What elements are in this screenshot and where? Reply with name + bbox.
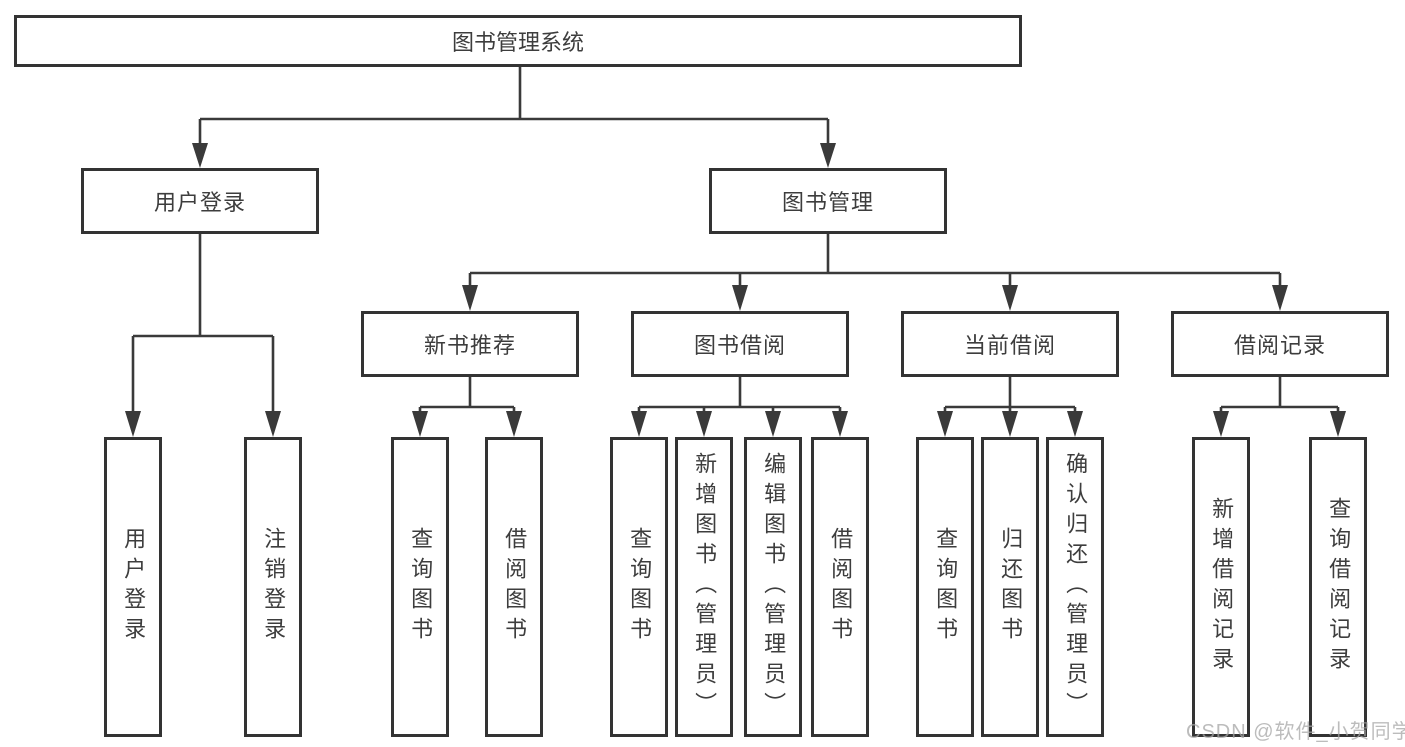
node-leaf-confirm-return-admin: 确认归还（管理员） (1046, 437, 1104, 737)
node-label: 查询图书 (408, 527, 434, 647)
node-leaf-borrow-books-recommend: 借阅图书 (485, 437, 543, 737)
csdn-watermark: CSDN @软件_小贺同学 (1186, 721, 1405, 743)
node-label: 用户登录 (121, 527, 147, 647)
node-leaf-logout: 注销登录 (244, 437, 302, 737)
node-label: 借阅图书 (828, 527, 854, 647)
node-leaf-query-books-current: 查询图书 (916, 437, 974, 737)
node-label: 查询借阅记录 (1326, 497, 1352, 677)
node-new-book-recommendation: 新书推荐 (361, 311, 579, 377)
connector-book-borrowing-to-leaves (631, 377, 848, 437)
node-label: 新增图书（管理员） (692, 452, 718, 722)
node-label: 查询图书 (627, 527, 653, 647)
node-library-management-system: 图书管理系统 (14, 15, 1022, 67)
node-label: 编辑图书（管理员） (761, 452, 787, 722)
connector-book-management-to-level3 (462, 234, 1288, 311)
node-label: 确认归还（管理员） (1063, 452, 1089, 722)
node-user-login: 用户登录 (81, 168, 319, 234)
connector-borrowing-records-to-leaves (1213, 377, 1346, 437)
node-label: 新增借阅记录 (1209, 497, 1235, 677)
node-leaf-query-books-recommend: 查询图书 (391, 437, 449, 737)
node-book-borrowing: 图书借阅 (631, 311, 849, 377)
node-leaf-add-books-admin: 新增图书（管理员） (675, 437, 733, 737)
connector-root-to-level2 (192, 67, 836, 168)
node-leaf-edit-books-admin: 编辑图书（管理员） (744, 437, 802, 737)
node-leaf-borrow-books: 借阅图书 (811, 437, 869, 737)
connector-user-login-to-leaves (125, 234, 281, 437)
connector-current-borrowing-to-leaves (937, 377, 1083, 437)
connector-new-book-recommendation-to-leaves (412, 377, 522, 437)
node-borrowing-records: 借阅记录 (1171, 311, 1389, 377)
node-label: 查询图书 (933, 527, 959, 647)
node-leaf-return-books: 归还图书 (981, 437, 1039, 737)
node-leaf-query-books-borrowing: 查询图书 (610, 437, 668, 737)
node-label: 归还图书 (998, 527, 1024, 647)
node-leaf-query-borrow-record: 查询借阅记录 (1309, 437, 1367, 737)
node-leaf-add-borrow-record: 新增借阅记录 (1192, 437, 1250, 737)
node-book-management: 图书管理 (709, 168, 947, 234)
node-current-borrowing: 当前借阅 (901, 311, 1119, 377)
node-leaf-user-login: 用户登录 (104, 437, 162, 737)
node-label: 借阅图书 (502, 527, 528, 647)
node-label: 注销登录 (261, 527, 287, 647)
